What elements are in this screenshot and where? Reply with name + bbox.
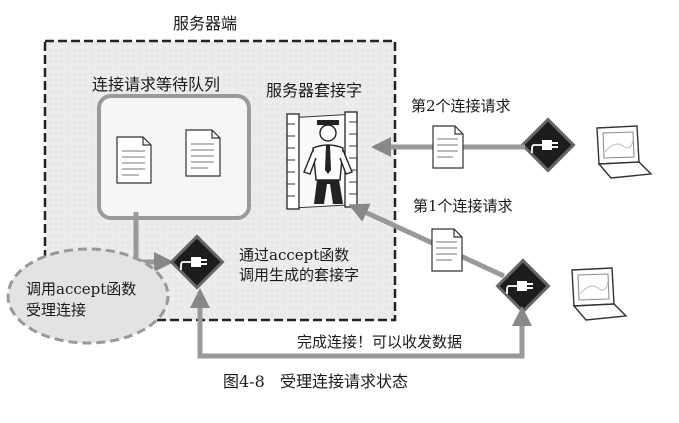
plug-in-diamond-icon xyxy=(520,117,576,173)
figure-caption: 图4-8 受理连接请求状态 xyxy=(223,372,408,392)
laptop-icon xyxy=(571,267,628,321)
laptop-icon xyxy=(596,125,653,179)
first-request-arrow xyxy=(348,203,506,279)
caption-number: 图4-8 xyxy=(223,372,265,391)
document-icon xyxy=(431,228,463,272)
accept-call-line1: 调用accept函数 xyxy=(26,280,137,298)
connection-complete-arrow xyxy=(190,288,532,359)
plug-in-diamond-icon xyxy=(495,258,551,314)
accept-call-bubble xyxy=(6,247,170,345)
server-doorman-figure xyxy=(286,111,358,210)
first-request-label: 第1个连接请求 xyxy=(413,197,513,215)
accept-note-line2: 调用生成的套接字 xyxy=(239,266,360,284)
document-icon xyxy=(116,136,152,184)
accept-plug-icon xyxy=(169,234,225,290)
server-region-title: 服务器端 xyxy=(173,14,238,33)
document-icon xyxy=(432,125,464,169)
wait-queue-box xyxy=(97,94,251,220)
accept-note-line1: 通过accept函数 xyxy=(239,246,350,264)
document-icon xyxy=(185,129,221,177)
wait-queue-title: 连接请求等待队列 xyxy=(92,75,221,94)
connection-complete-label: 完成连接！可以收发数据 xyxy=(297,333,463,351)
server-socket-title: 服务器套接字 xyxy=(266,81,363,100)
second-request-label: 第2个连接请求 xyxy=(411,97,511,115)
caption-text: 受理连接请求状态 xyxy=(280,372,409,391)
accept-call-line2: 受理连接 xyxy=(26,301,87,319)
